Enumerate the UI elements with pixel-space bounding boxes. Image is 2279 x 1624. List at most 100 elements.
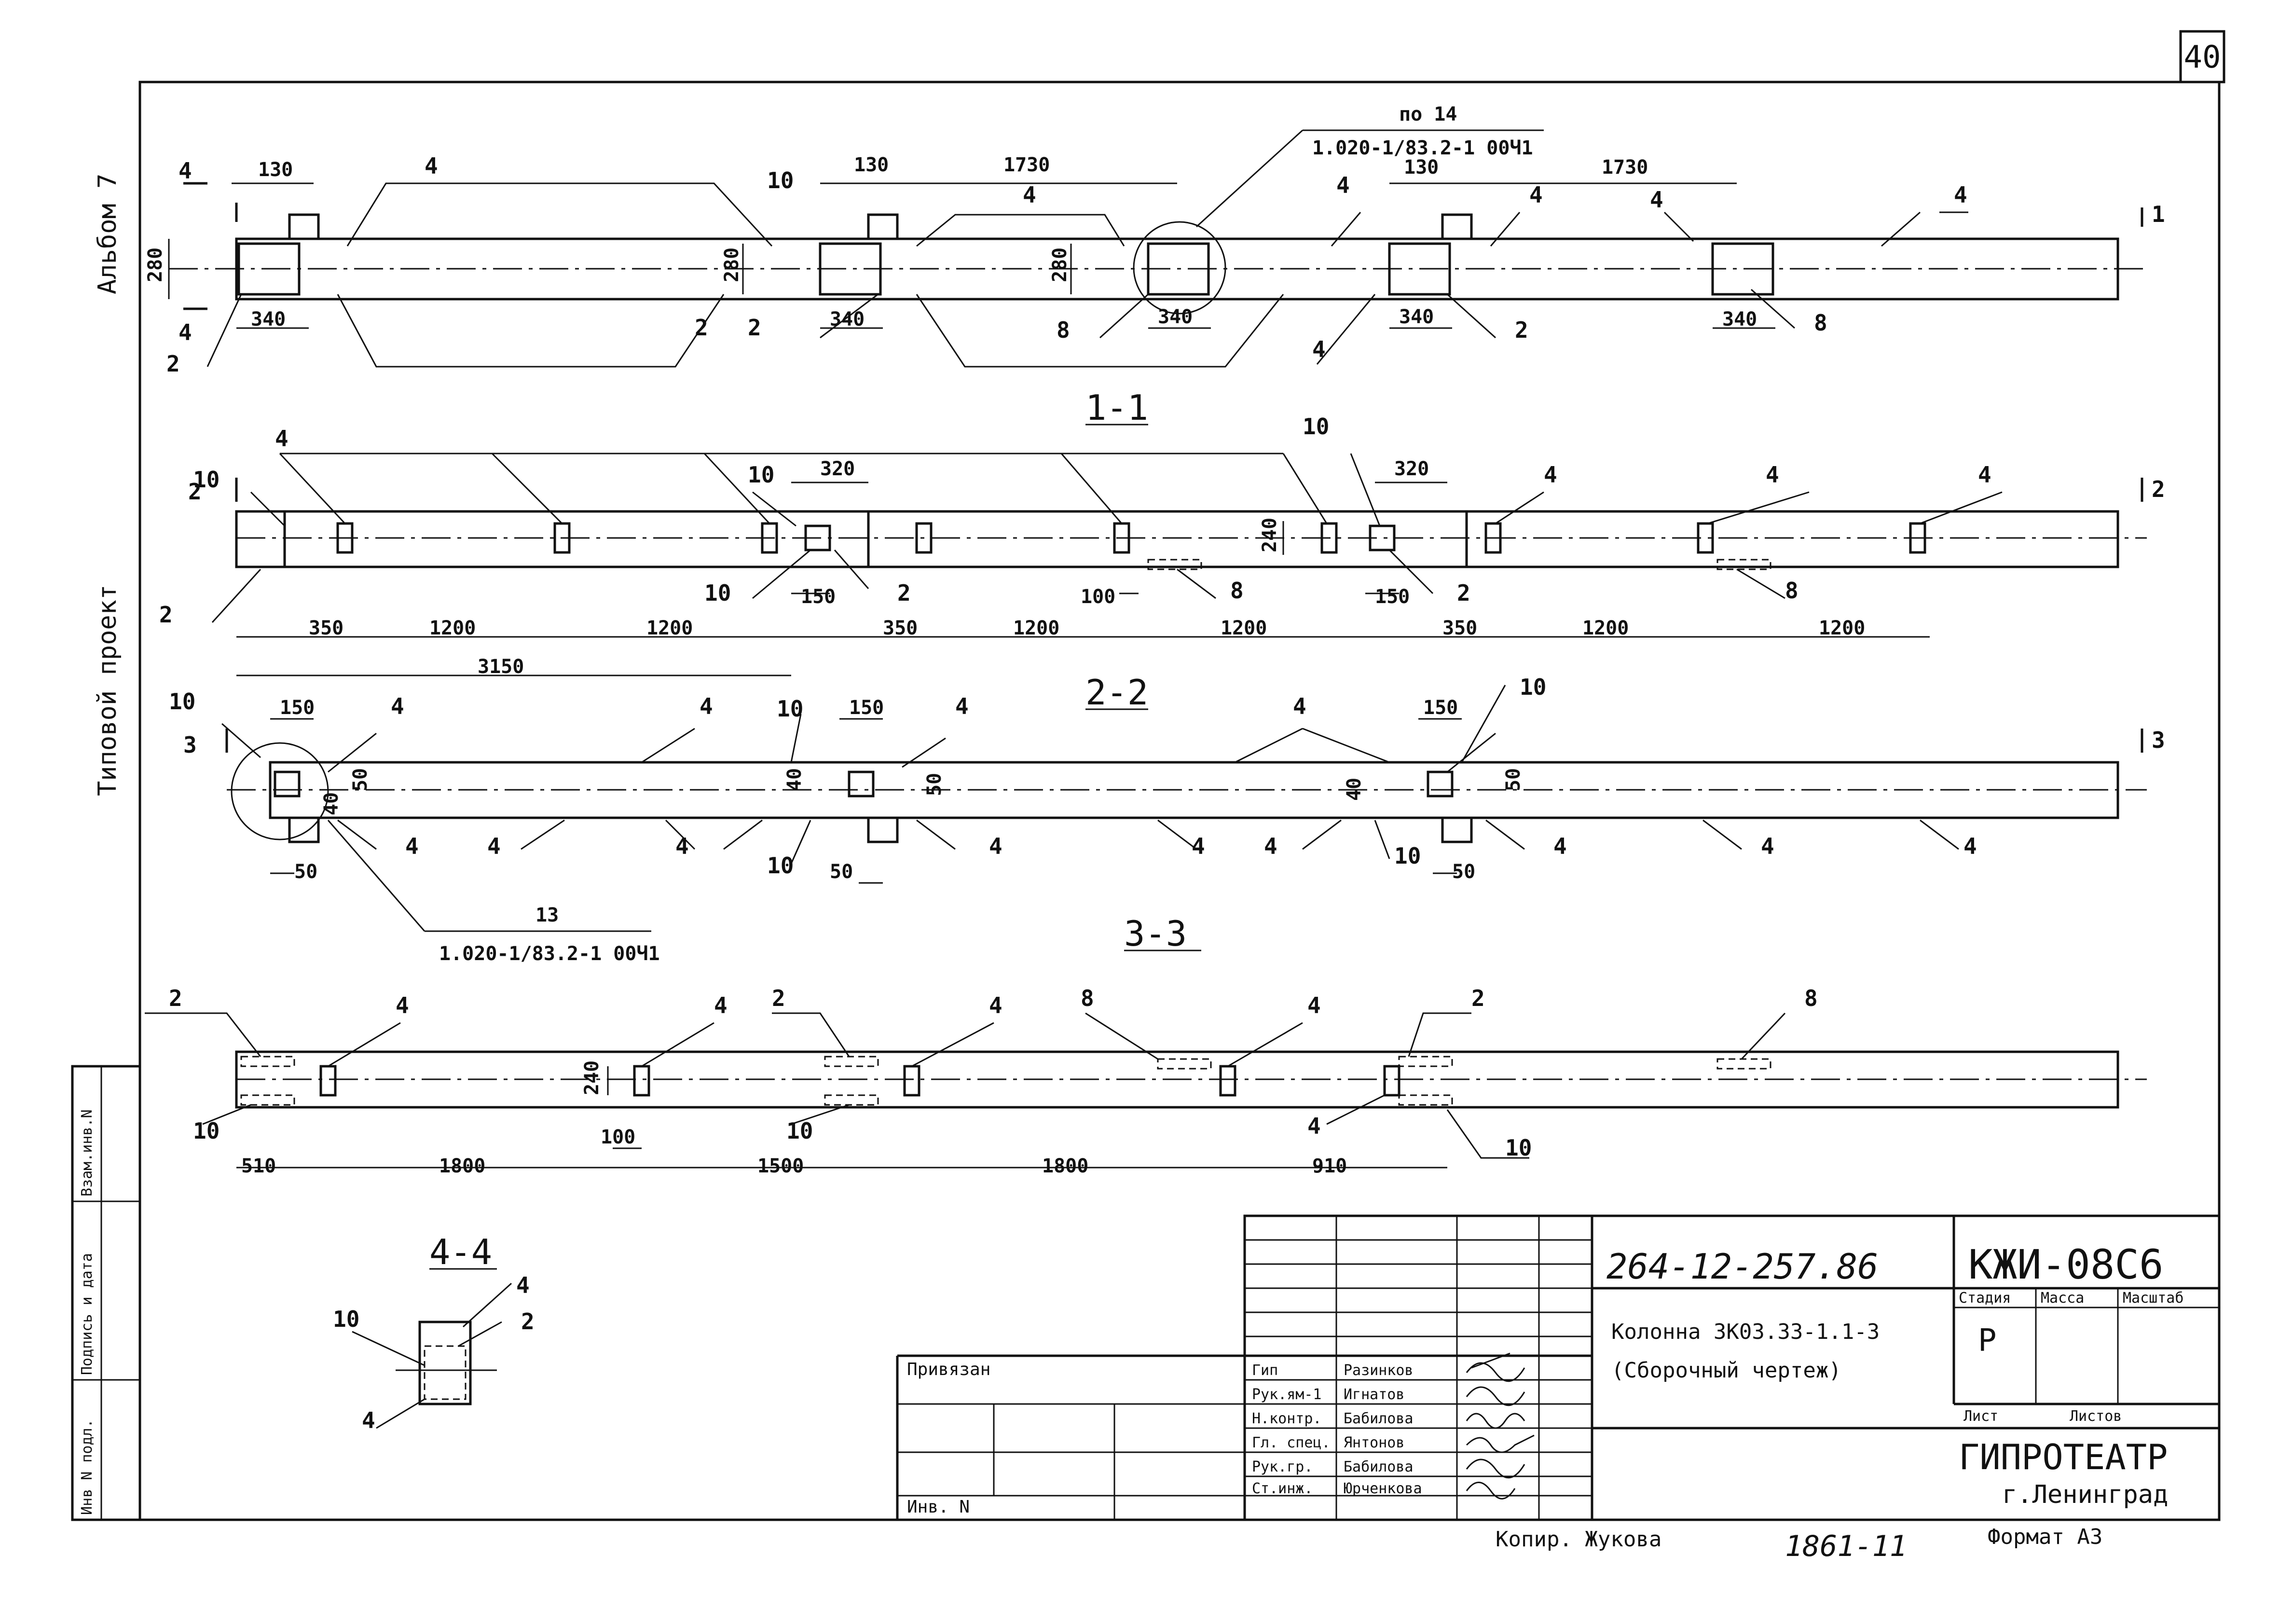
plan-mark: 2 (1515, 317, 1528, 343)
s22-mark: 10 (777, 696, 803, 722)
s33-dim-bottom: 510 (241, 1155, 276, 1177)
plan-cut-mark: 4 (178, 158, 192, 184)
page-number: 40 (2183, 40, 2221, 75)
s33-mark: 4 (714, 992, 728, 1018)
s33-mark: 2 (772, 985, 785, 1011)
s22-mark: 10 (767, 853, 794, 879)
s11-mark: 4 (1544, 462, 1557, 488)
s22-dim-top: 150 (280, 697, 315, 719)
s22-mark: 4 (1264, 833, 1277, 859)
s11-mark: 10 (704, 580, 731, 606)
s33-mark: 4 (1307, 1113, 1321, 1139)
s11-mark: 2 (897, 580, 911, 606)
s11-cut-mark: 2 (2152, 476, 2165, 502)
s44-mark: 2 (521, 1308, 535, 1335)
section-title-4-4: 4-4 (429, 1232, 492, 1272)
s11-dim-mid: 240 (1259, 518, 1281, 552)
role-person: Бабилова (1344, 1410, 1414, 1427)
s22-dim-bottom: 50 (294, 861, 317, 883)
object-subtitle: (Сборочный чертеж) (1611, 1358, 1841, 1383)
sheet-format: Формат А3 (1988, 1525, 2102, 1549)
s11-dim-bottom: 1200 (1582, 617, 1629, 639)
s22-mark: 4 (405, 833, 419, 859)
bound-label: Привязан (907, 1360, 990, 1379)
s22-dim-mid: 50 (923, 773, 946, 796)
plan-mark: 4 (1650, 187, 1663, 213)
s11-mark: 2 (159, 602, 173, 628)
s33-mark: 8 (1804, 985, 1818, 1011)
plan-mark: 4 (1312, 336, 1326, 362)
s33-mark: 10 (193, 1118, 220, 1144)
s22-callout-ref: 1.020-1/83.2-1 00Ч1 (439, 943, 660, 965)
s11-mark: 10 (193, 467, 220, 493)
plan-cut-mark: 4 (178, 319, 192, 345)
role-person: Бабилова (1344, 1459, 1414, 1475)
s22-mark: 4 (487, 833, 501, 859)
plan-mark: 8 (1057, 317, 1070, 343)
s22-mark: 4 (1963, 833, 1977, 859)
s44-mark: 4 (362, 1407, 375, 1433)
object-name: Колонна 3К03.33-1.1-3 (1611, 1320, 1880, 1344)
s33-mark: 10 (786, 1118, 813, 1144)
role-label: Н.контр. (1252, 1410, 1322, 1427)
s33-mark: 4 (1307, 992, 1321, 1018)
s11-cut-mark: 2 (188, 479, 202, 505)
plan-mark: 10 (767, 167, 794, 193)
callout-top: по 14 (1399, 103, 1457, 125)
title-block-grid (896, 1214, 2221, 1521)
plan-dim-top: 130 (854, 154, 889, 176)
plan-mark: 2 (166, 351, 180, 377)
s22-mark: 10 (1394, 843, 1421, 869)
s33-dim-bottom: 1800 (1042, 1155, 1088, 1177)
s22-mark: 4 (1192, 833, 1205, 859)
plan-dim-bottom: 340 (1158, 306, 1193, 328)
role-label: Гл. спец. (1252, 1434, 1331, 1451)
s11-dim-bottom: 1200 (1819, 617, 1865, 639)
bottom-number: 1861-11 (1785, 1529, 1907, 1563)
s11-dim-top: 320 (820, 458, 855, 480)
role-person: Разинков (1344, 1362, 1414, 1379)
plan-dim-side: 280 (1049, 248, 1071, 282)
stamp-inv-podl: Инв N подл. (79, 1419, 96, 1515)
s22-mark: 4 (989, 833, 1002, 859)
s11-mark: 2 (1457, 580, 1470, 606)
sheet-frame (71, 30, 2225, 1521)
s11-dim-bottom: 350 (309, 617, 343, 639)
role-label: Ст.инж. (1252, 1480, 1313, 1497)
plan-mark: 4 (425, 153, 438, 179)
s11-dim-total: 3150 (478, 656, 524, 678)
mass-header: Масса (2041, 1290, 2084, 1307)
role-label: Гип (1252, 1362, 1278, 1379)
role-person: Игнатов (1344, 1386, 1404, 1403)
plan-mark: 4 (1023, 182, 1036, 208)
section-4-4-view (352, 1282, 512, 1429)
s11-dim-mid: 150 (1375, 586, 1410, 608)
section-2-2-labels: 150 150 150 50 50 50 40 40 40 50 50 50 1… (169, 674, 2165, 965)
s22-mark: 4 (955, 693, 969, 719)
plan-dim-top: 130 (1404, 156, 1439, 179)
plan-mark: 4 (1529, 182, 1543, 208)
section-2-2-view (221, 685, 2147, 932)
plan-mark: 4 (1954, 182, 1967, 208)
plan-mark: 2 (748, 315, 761, 341)
inv-label: Инв. N (907, 1497, 970, 1517)
plan-mark: 4 (1336, 172, 1350, 198)
s11-dim-bottom: 1200 (1221, 617, 1267, 639)
s11-dim-bottom: 350 (1442, 617, 1477, 639)
s33-dim-bottom: 1500 (757, 1155, 804, 1177)
s33-mark: 8 (1081, 985, 1094, 1011)
stage-header: Стадия (1959, 1290, 2011, 1307)
plan-dim-side: 280 (721, 248, 743, 282)
s22-dim-mid: 40 (320, 792, 343, 815)
plan-dim-top: 1730 (1003, 154, 1050, 176)
callout-ref: 1.020-1/83.2-1 00Ч1 (1312, 137, 1533, 159)
s22-dim-top: 150 (849, 697, 884, 719)
s33-dim-mid: 240 (581, 1060, 603, 1095)
s11-dim-mid: 100 (1081, 586, 1115, 608)
s11-dim-bottom: 1200 (646, 617, 693, 639)
s33-dim-bottom: 1800 (439, 1155, 485, 1177)
plan-view (168, 129, 2147, 368)
s22-mark: 4 (700, 693, 713, 719)
s22-mark: 4 (1293, 693, 1306, 719)
